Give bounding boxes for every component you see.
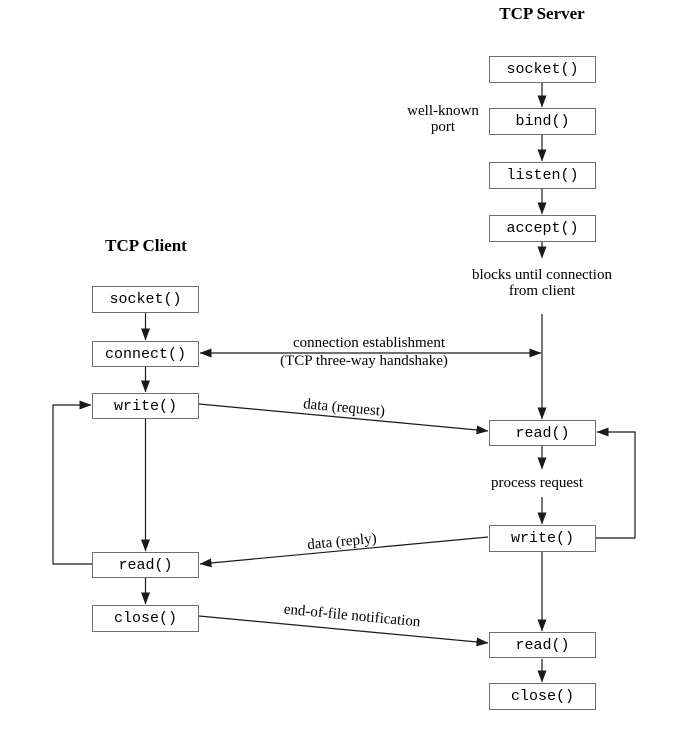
server-read-box: read() [489, 420, 596, 446]
client-write-box: write() [92, 393, 199, 419]
server-title: TCP Server [499, 4, 585, 23]
client-title: TCP Client [105, 236, 187, 255]
server-accept-box: accept() [489, 215, 596, 242]
server-bind-box: bind() [489, 108, 596, 135]
client-read-write-loop-arrow [52, 400, 92, 565]
server-close-box: close() [489, 683, 596, 710]
data-reply-arrow [199, 536, 489, 568]
client-connect-box: connect() [92, 341, 199, 367]
server-listen-box: listen() [489, 162, 596, 189]
eof-notification-arrow [198, 615, 489, 647]
data-request-arrow [198, 403, 489, 435]
server-read2-box: read() [489, 632, 596, 658]
server-socket-box: socket() [489, 56, 596, 83]
client-close-box: close() [92, 605, 199, 632]
blocks-until-connection-note-line2: from client [508, 283, 576, 299]
process-request-note: process request [490, 475, 584, 491]
well-known-port-note-line1: well-known [407, 103, 479, 119]
client-read-box: read() [92, 552, 199, 578]
three-way-handshake-label: (TCP three-way handshake) [280, 353, 448, 369]
client-socket-box: socket() [92, 286, 199, 313]
server-write-box: write() [489, 525, 596, 552]
connection-establishment-label: connection establishment [292, 335, 446, 351]
well-known-port-note-line2: port [430, 119, 456, 135]
blocks-until-connection-note-line1: blocks until connection [472, 267, 612, 283]
server-write-read-loop-arrow [596, 427, 636, 539]
